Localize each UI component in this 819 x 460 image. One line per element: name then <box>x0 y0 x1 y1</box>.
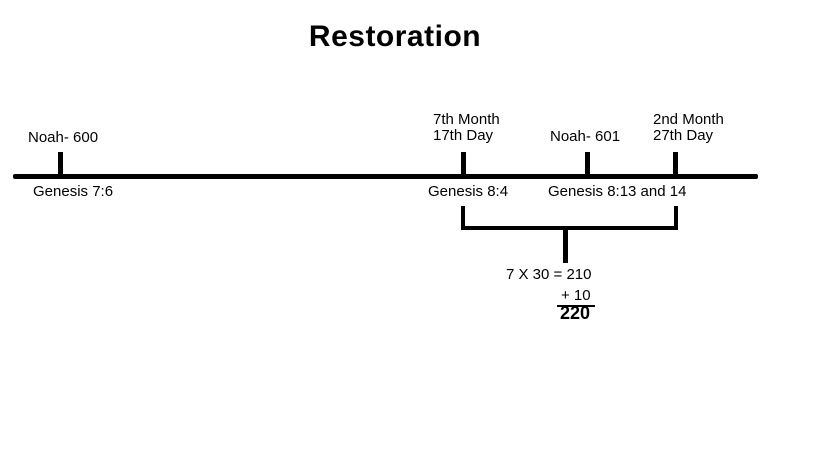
event-top-label-7th-month: 7th Month 17th Day <box>433 112 500 144</box>
tick-noah-600 <box>58 152 63 178</box>
bracket-right-arm <box>674 206 678 230</box>
bracket-stem <box>563 226 568 263</box>
event-bottom-label-genesis-8-4: Genesis 8:4 <box>428 183 509 200</box>
bracket-left-arm <box>461 206 465 230</box>
tick-7th-month <box>461 152 466 178</box>
event-top-label-noah-601: Noah- 601 <box>550 128 621 145</box>
event-top-label-2nd-month: 2nd Month 27th Day <box>653 112 724 144</box>
event-bottom-label-genesis-8-13-14: Genesis 8:13 and 14 <box>548 183 687 200</box>
tick-2nd-month <box>673 152 678 178</box>
tick-noah-601 <box>585 152 590 178</box>
diagram-title: Restoration <box>308 20 482 53</box>
calculation-addend: + 10 <box>557 287 595 307</box>
event-top-label-noah-600: Noah- 600 <box>28 129 99 146</box>
event-top-label-line1: 7th Month <box>433 111 500 128</box>
event-top-label-line2: 17th Day <box>433 127 494 144</box>
event-bottom-label-genesis-7-6: Genesis 7:6 <box>33 183 114 200</box>
timeline-line <box>13 174 758 179</box>
bracket-horizontal-bar <box>461 226 678 230</box>
event-top-label-line1: 2nd Month <box>653 111 724 128</box>
event-top-label-line2: 27th Day <box>653 127 714 144</box>
calculation-total: 220 <box>560 303 591 323</box>
calculation-equation: 7 X 30 = 210 <box>506 266 592 283</box>
